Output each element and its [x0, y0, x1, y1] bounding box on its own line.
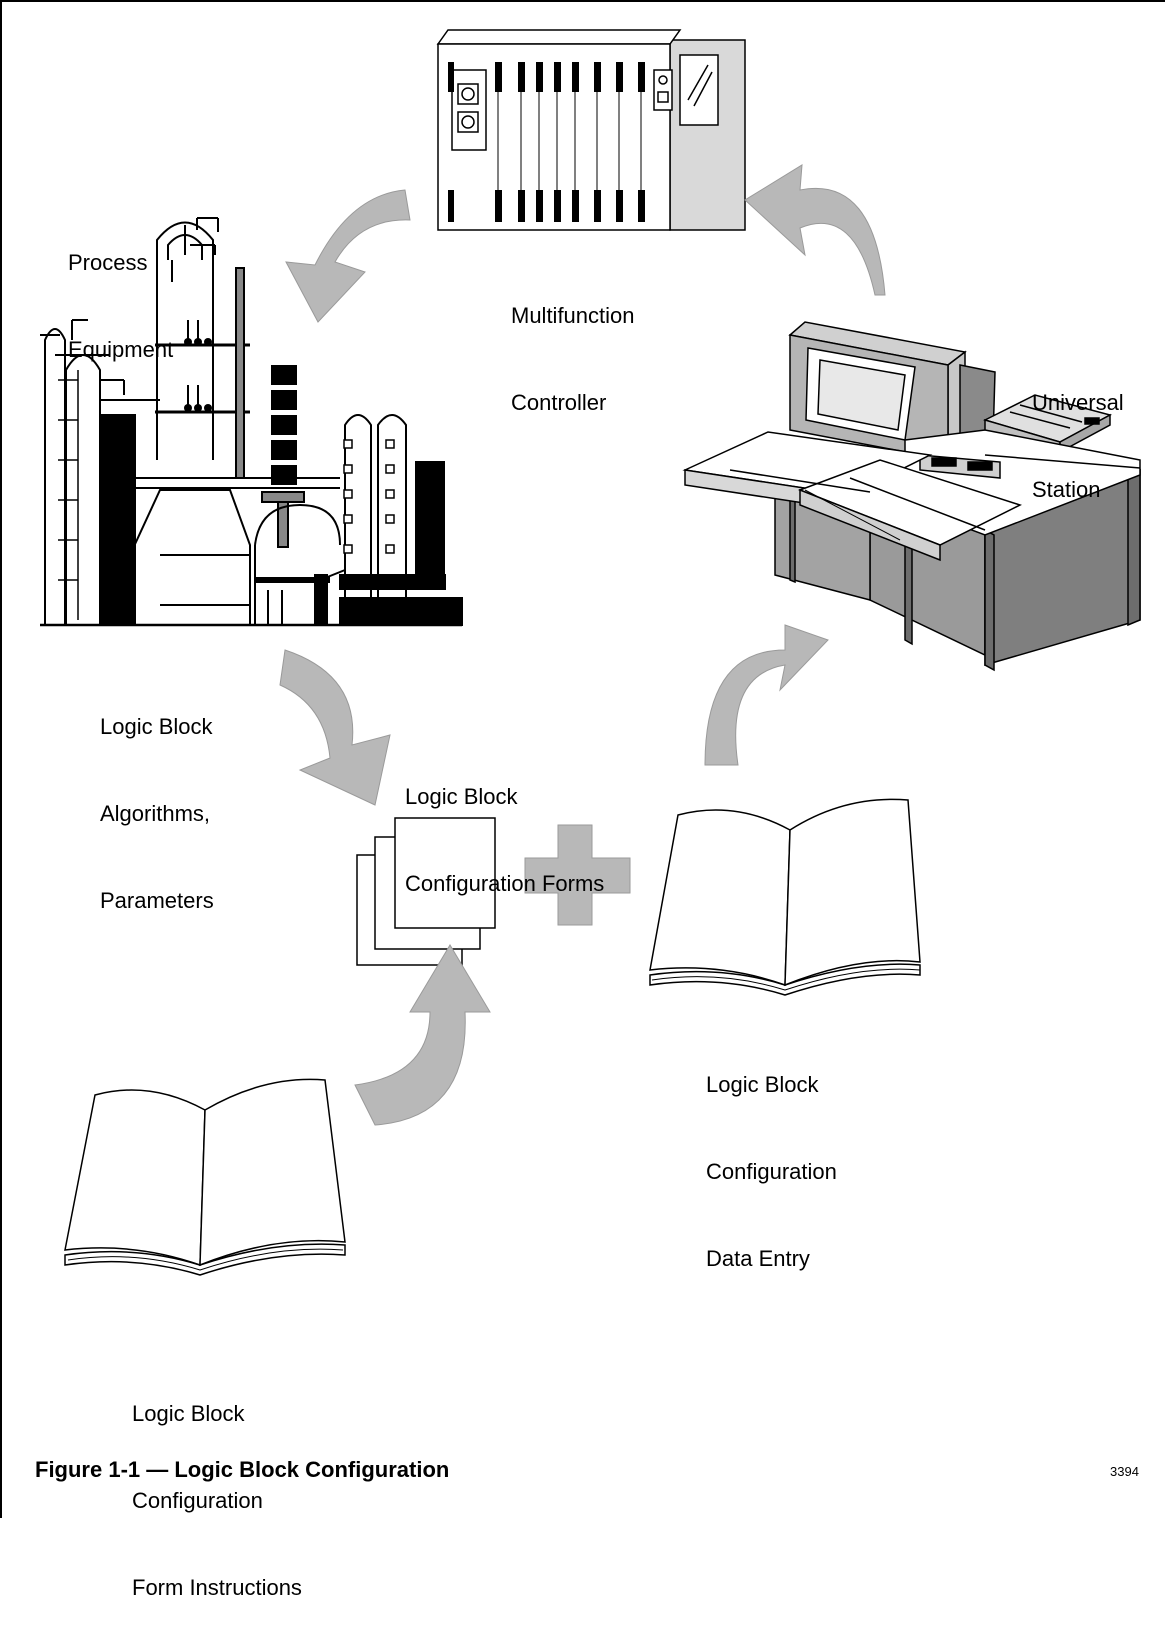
- label-line: Controller: [511, 390, 607, 415]
- label-data-entry: Logic Block Configuration Data Entry: [706, 1012, 837, 1302]
- figure-number: 3394: [1110, 1464, 1139, 1479]
- label-line: Parameters: [100, 888, 214, 913]
- label-process-equipment: Process Equipment: [68, 190, 173, 393]
- label-line: Universal: [1032, 390, 1124, 415]
- label-line: Configuration Forms: [405, 871, 605, 896]
- label-line: Logic Block: [132, 1401, 245, 1426]
- data-entry-book: [649, 798, 921, 996]
- arrow-data-to-station: [704, 624, 829, 766]
- label-line: Data Entry: [706, 1246, 810, 1271]
- label-line: Form Instructions: [132, 1575, 302, 1600]
- label-line: Equipment: [68, 337, 174, 362]
- label-line: Logic Block: [100, 714, 213, 739]
- label-line: Configuration: [706, 1159, 837, 1184]
- figure-frame: [0, 0, 1165, 1518]
- label-line: Multifunction: [511, 303, 635, 328]
- universal-station-illustration: [682, 321, 1141, 672]
- label-multifunction-controller: Multifunction Controller: [511, 243, 635, 446]
- label-algorithms-parameters: Logic Block Algorithms, Parameters: [100, 654, 214, 944]
- label-line: Process: [68, 250, 148, 275]
- label-line: Configuration: [132, 1488, 263, 1513]
- arrow-process-to-forms: [279, 649, 391, 806]
- arrow-instructions-to-forms: [354, 944, 491, 1126]
- configuration-forms-stack: [356, 817, 496, 966]
- controller-illustration: [436, 29, 746, 231]
- label-universal-station: Universal Station: [1032, 330, 1124, 533]
- figure-caption: Figure 1-1 — Logic Block Configuration: [35, 1457, 450, 1482]
- label-line: Logic Block: [405, 784, 518, 809]
- label-line: Algorithms,: [100, 801, 211, 826]
- form-instructions-book: [64, 1078, 346, 1276]
- plus-sign: [524, 824, 631, 926]
- label-configuration-forms: Logic Block Configuration Forms: [405, 724, 604, 927]
- label-line: Station: [1032, 477, 1101, 502]
- label-form-instructions: Logic Block Configuration Form Instructi…: [132, 1341, 302, 1631]
- diagram-artwork: [40, 29, 1141, 1276]
- flow-arrows: [279, 164, 886, 1126]
- label-line: Logic Block: [706, 1072, 819, 1097]
- arrow-station-to-controller: [744, 164, 886, 296]
- process-equipment-illustration: [40, 217, 463, 627]
- arrow-controller-to-process: [285, 189, 411, 323]
